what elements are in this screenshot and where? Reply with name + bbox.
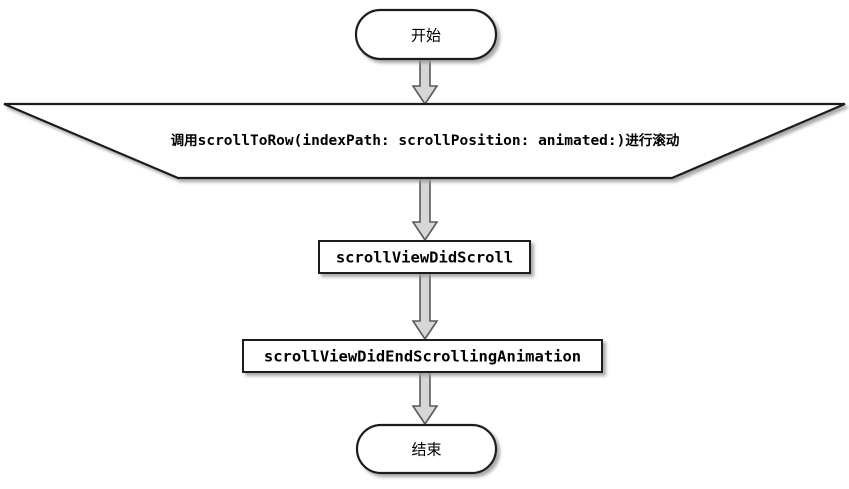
node-did-end-animation[interactable]: scrollViewDidEndScrollingAnimation — [242, 339, 603, 373]
node-start-shape[interactable] — [354, 8, 498, 61]
edge-call-scroll-to-did-scroll — [411, 177, 439, 242]
edge-did-scroll-to-did-end-animation — [411, 271, 439, 341]
node-did-scroll-shape[interactable] — [318, 240, 531, 274]
node-call-scroll-label-code: scrollToRow(indexPath: scrollPosition: a… — [198, 133, 626, 149]
arrow-down-icon — [411, 177, 439, 242]
node-call-scroll-label: 调用scrollToRow(indexPath: scrollPosition:… — [171, 132, 680, 149]
node-end-label: 结束 — [411, 441, 441, 459]
node-start-label: 开始 — [411, 27, 441, 45]
node-did-scroll-label: scrollViewDidScroll — [336, 249, 513, 267]
edge-start-to-call-scroll — [411, 57, 439, 106]
node-did-scroll[interactable]: scrollViewDidScroll — [318, 240, 531, 274]
node-did-end-animation-label: scrollViewDidEndScrollingAnimation — [264, 348, 581, 366]
node-call-scroll-label-suffix: 进行滚动 — [625, 132, 679, 149]
node-did-end-animation-shape[interactable] — [242, 339, 603, 373]
node-call-scroll-label-prefix: 调用 — [171, 133, 198, 149]
arrow-down-icon — [411, 57, 439, 106]
arrow-down-icon — [411, 371, 439, 426]
node-call-scroll-shape[interactable] — [3, 102, 846, 180]
node-call-scroll[interactable]: 调用scrollToRow(indexPath: scrollPosition:… — [3, 102, 846, 180]
node-start[interactable]: 开始 — [354, 8, 498, 61]
node-end-shape[interactable] — [355, 423, 498, 475]
node-end[interactable]: 结束 — [355, 423, 498, 475]
edge-did-end-animation-to-end — [411, 371, 439, 426]
arrow-down-icon — [411, 271, 439, 341]
